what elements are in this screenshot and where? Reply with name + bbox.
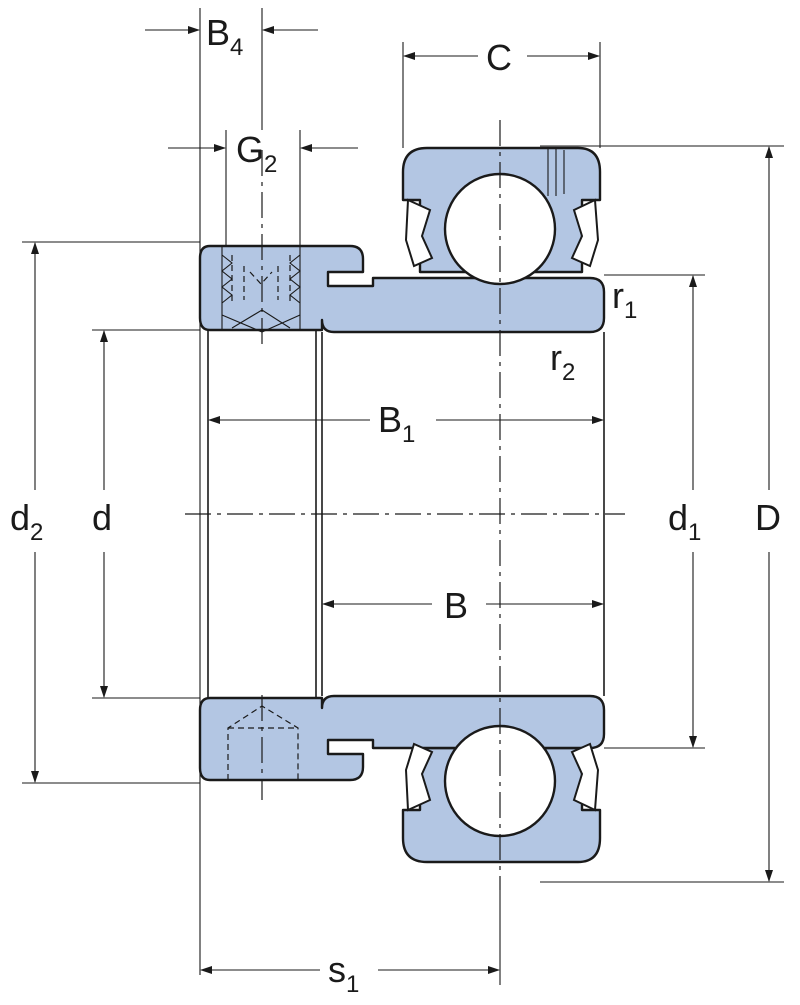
dimension-labels: B4 G2 C r1 r2 B1 d2 d d1 D B s1 (10, 12, 781, 998)
seal-bottom-left (404, 742, 434, 812)
seal-top-left (404, 198, 434, 268)
label-big-d: D (755, 497, 781, 538)
bearing-parts (198, 146, 606, 864)
seal-top-right (570, 198, 600, 268)
label-d: d (92, 497, 112, 538)
label-s1: s1 (328, 949, 359, 998)
lube-hole-top (547, 148, 565, 196)
label-d1: d1 (668, 497, 701, 546)
label-b: B (444, 585, 468, 626)
seal-bottom-right (570, 742, 600, 812)
extension-lines (22, 8, 784, 985)
label-d2: d2 (10, 497, 43, 546)
label-b1: B1 (378, 399, 415, 448)
label-r2: r2 (550, 337, 575, 386)
label-r1: r1 (612, 275, 637, 324)
label-b4: B4 (206, 12, 243, 61)
label-c: C (486, 37, 512, 78)
dimension-lines (31, 26, 773, 974)
center-lines (185, 120, 625, 890)
label-g2: G2 (236, 129, 277, 178)
